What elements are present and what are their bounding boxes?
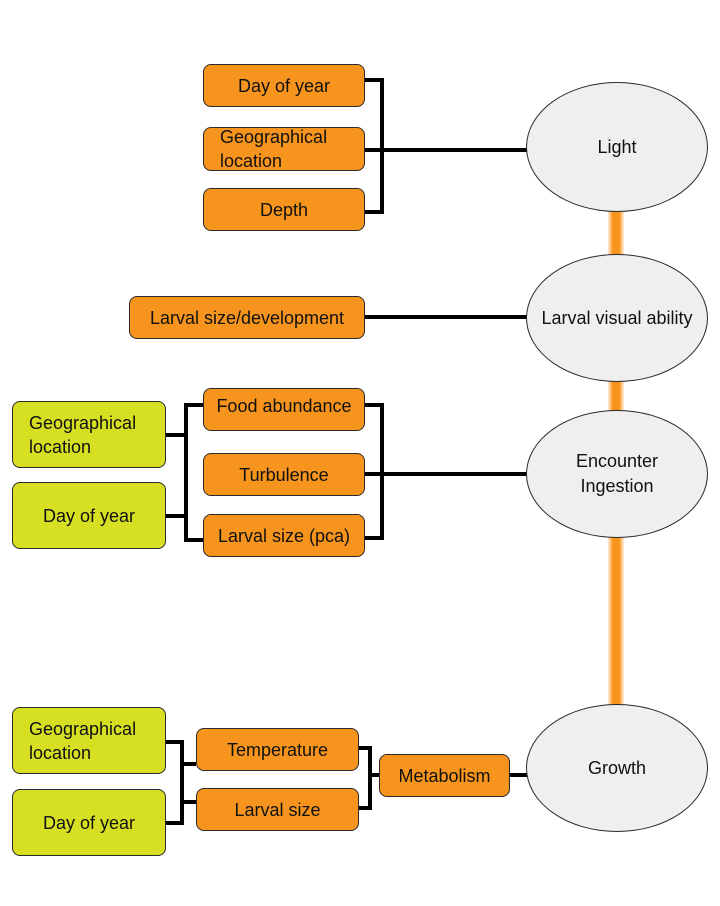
metabolism-box: Metabolism	[379, 754, 510, 797]
encounter-bracket	[365, 403, 384, 540]
light-oval: Light	[526, 82, 708, 212]
turbulence-box: Turbulence	[203, 453, 365, 496]
encounter-geo-location-box: Geographical location	[12, 401, 166, 468]
larval-size-box: Larval size	[196, 788, 359, 831]
encounter-day-of-year-box: Day of year	[12, 482, 166, 549]
encounter-label: Encounter Ingestion	[575, 451, 659, 496]
growth-bracket	[359, 746, 372, 810]
growth-green-bracket	[166, 740, 184, 825]
visual-ability-oval: Larval visual ability	[526, 254, 708, 382]
encounter-oval: Encounter Ingestion	[526, 410, 708, 538]
temperature-box: Temperature	[196, 728, 359, 771]
growth-oval: Growth	[526, 704, 708, 832]
light-depth-box: Depth	[203, 188, 365, 231]
food-abundance-box: Food abundance	[203, 388, 365, 431]
encounter-green-bracket	[166, 403, 203, 542]
larval-size-development-box: Larval size/development	[129, 296, 365, 339]
growth-geo-location-box: Geographical location	[12, 707, 166, 774]
light-label: Light	[597, 136, 637, 157]
growth-day-of-year-box: Day of year	[12, 789, 166, 856]
light-day-of-year-box: Day of year	[203, 64, 365, 107]
growth-label: Growth	[587, 757, 647, 778]
larval-size-pca-box: Larval size (pca)	[203, 514, 365, 557]
visual-ability-label: Larval visual ability	[541, 307, 693, 328]
light-bracket	[365, 78, 384, 214]
light-geo-location-box: Geographical location	[203, 127, 365, 171]
